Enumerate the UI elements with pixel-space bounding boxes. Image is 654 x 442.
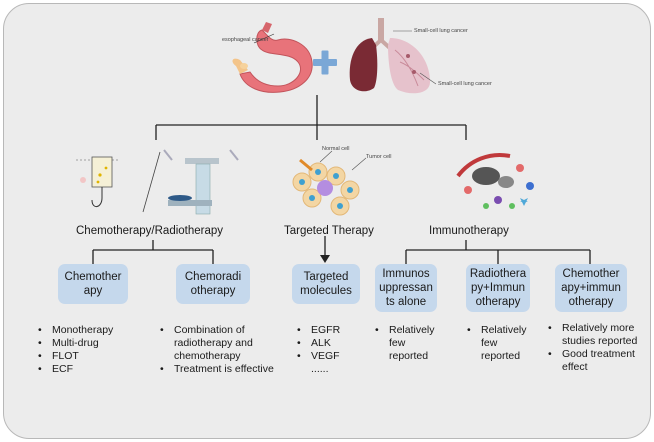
list-item: ECF	[38, 363, 113, 376]
targeted-therapy-label: Targeted Therapy	[284, 225, 374, 237]
radiotherapy-immunotherapy-list: Relatively few reported	[467, 324, 539, 363]
lungs-icon	[349, 18, 430, 94]
immunosuppressants-alone-list: Relatively few reported	[375, 324, 447, 363]
targeted-molecules-list: EGFR ALK VEGF	[297, 324, 340, 363]
more-molecules-ellipsis: ......	[311, 363, 329, 375]
immune-cells-icon	[456, 153, 534, 209]
arrow-down-icon	[320, 255, 330, 263]
plus-icon	[313, 50, 337, 75]
chemoradiotherapy-list: Combination of radiotherapy and chemothe…	[160, 324, 290, 376]
list-item: VEGF	[297, 350, 340, 363]
list-item: Multi-drug	[38, 337, 113, 350]
chemotherapy-iv-icon	[76, 156, 120, 207]
connector-lines	[92, 95, 591, 264]
list-item: Relatively few reported	[467, 324, 539, 363]
list-item: Treatment is effective	[160, 363, 290, 376]
radiotherapy-machine-icon	[163, 149, 239, 215]
normal-cell-label: Normal cell	[322, 146, 350, 152]
esophageal-cancer-label: esophageal cancer	[222, 37, 269, 43]
list-item: EGFR	[297, 324, 340, 337]
chemotherapy-list: Monotherapy Multi-drug FLOT ECF	[38, 324, 113, 376]
list-item: Good treatment effect	[548, 348, 644, 374]
list-item: Relatively more studies reported	[548, 322, 644, 348]
stomach-icon	[232, 22, 313, 93]
tumor-cells-icon	[292, 158, 360, 216]
tumor-cell-label: Tumor cell	[366, 154, 392, 160]
lung-cancer-label-top: Small-cell lung cancer	[414, 28, 468, 34]
list-item: Relatively few reported	[375, 324, 447, 363]
chemotherapy-immunotherapy-list: Relatively more studies reported Good tr…	[548, 322, 644, 374]
chemo-radiotherapy-label: Chemotherapy/Radiotherapy	[76, 225, 224, 237]
list-item: Combination of radiotherapy and chemothe…	[160, 324, 290, 363]
list-item: ALK	[297, 337, 340, 350]
lung-cancer-label-bottom: Small-cell lung cancer	[438, 81, 492, 87]
immunotherapy-label: Immunotherapy	[429, 225, 509, 237]
list-item: Monotherapy	[38, 324, 113, 337]
list-item: FLOT	[38, 350, 113, 363]
